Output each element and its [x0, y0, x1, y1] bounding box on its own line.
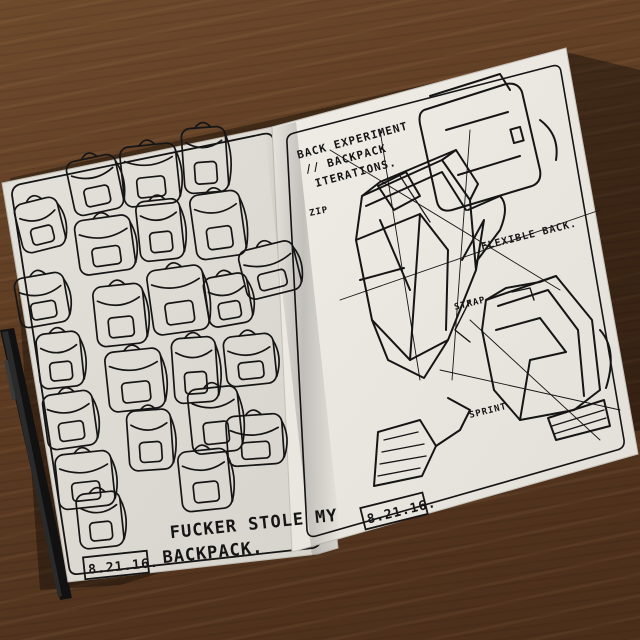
- backpack-doodle: [119, 139, 184, 208]
- left-date-text: 8.21.16.: [88, 556, 160, 578]
- backpack-doodle: [13, 194, 68, 254]
- backpack-doodle: [177, 444, 236, 513]
- backpack-doodle: [170, 331, 223, 405]
- left-date-stamp: 8.21.16.: [82, 549, 160, 581]
- backpack-perspective-sketches: [329, 73, 621, 487]
- backpack-doodle: [73, 211, 139, 276]
- black-pen: [0, 328, 72, 600]
- backpack-doodle: [225, 409, 288, 468]
- backpack-thumbnail-sketches: [13, 121, 304, 550]
- backpack-doodle: [41, 386, 101, 451]
- backpack-doodle: [186, 381, 246, 455]
- backpack-doodle: [202, 269, 256, 328]
- note-zip: ZIP: [309, 205, 330, 219]
- backpack-doodle: [189, 187, 249, 261]
- backpack-doodle: [75, 486, 128, 550]
- backpack-doodle: [92, 279, 151, 348]
- backpack-doodle: [125, 404, 177, 472]
- book-gutter: [264, 122, 342, 556]
- backpack-doodle: [135, 194, 188, 263]
- backpack-doodle: [104, 344, 169, 413]
- backpack-doodle: [13, 269, 73, 329]
- backpack-doodle: [180, 121, 233, 195]
- backpack-doodle: [54, 446, 119, 511]
- backpack-doodle: [35, 326, 88, 390]
- backpack-doodle: [237, 239, 304, 300]
- backpack-doodle: [222, 329, 280, 388]
